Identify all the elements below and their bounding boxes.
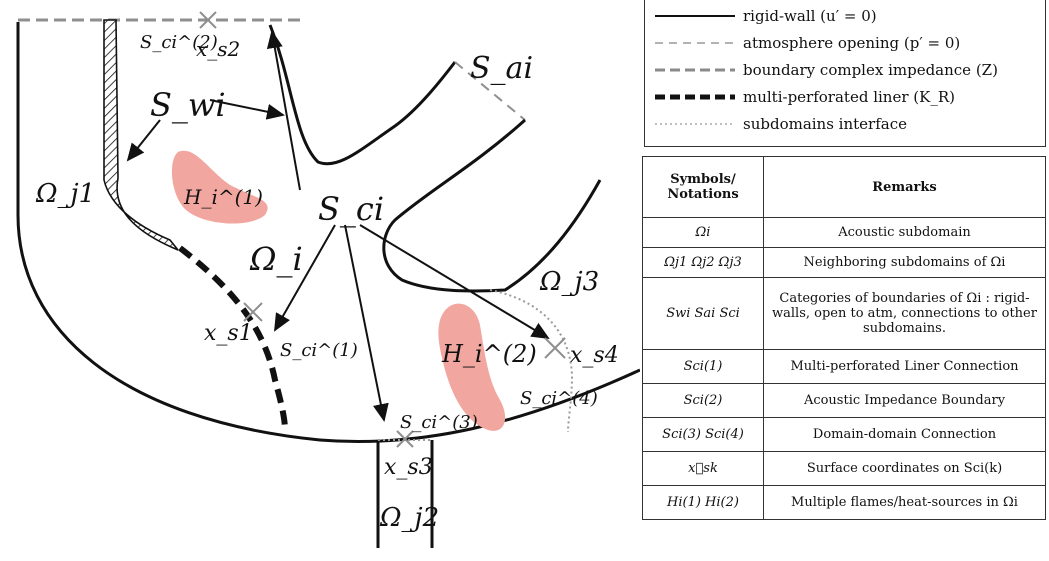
symbol-cell: Hi(1) Hi(2) (642, 485, 764, 520)
remark-cell: Categories of boundaries of Ωi : rigid-w… (763, 277, 1046, 350)
arrow-swi-middle (209, 99, 285, 120)
legend-label: rigid-wall (u′ = 0) (743, 7, 877, 25)
label-s-wi: S_wi (150, 86, 226, 124)
header-remarks: Remarks (763, 156, 1046, 218)
label-x-s2: x_s2 (196, 37, 240, 61)
legend-light-dashed-icon (655, 42, 735, 44)
label-x-s1: x_s1 (204, 321, 253, 346)
header-symbols: Symbols/ Notations (642, 156, 764, 218)
cross-marker-xs1 (243, 302, 263, 322)
label-s-ci-2: S_ci^(2) (140, 32, 218, 53)
label-omega-j2: Ω_j2 (379, 503, 439, 533)
label-s-ai: S_ai (470, 51, 533, 86)
table-row: Sci(2) Acoustic Impedance Boundary (642, 383, 1046, 418)
flame-2 (438, 303, 506, 431)
remark-cell: Multi-perforated Liner Connection (763, 349, 1046, 384)
table-row: Ωi Acoustic subdomain (642, 217, 1046, 248)
atmosphere-opening (454, 61, 526, 121)
label-x-s4: x_s4 (570, 343, 619, 368)
arrow-sci-liner (274, 224, 336, 332)
arrow-sci-right (359, 224, 550, 340)
legend-label: multi-perforated liner (K_R) (743, 88, 955, 106)
remark-cell: Domain-domain Connection (763, 417, 1046, 452)
domain-diagram: S_ci^(2) x_s2 S_wi S_ai Ω_j1 H_i^(1) S_c… (16, 11, 640, 548)
right-inner-wall (382, 118, 602, 293)
symbol-cell: x⃗sk (642, 451, 764, 486)
arrow-swi-hatched (126, 119, 161, 162)
arrow-sci-top (266, 30, 301, 191)
hatched-liner-wall (103, 19, 179, 251)
legend-label: boundary complex impedance (Z) (743, 61, 998, 79)
symbol-cell: Swi Sai Sci (642, 277, 764, 350)
table-row: Sci(3) Sci(4) Domain-domain Connection (642, 417, 1046, 452)
legend-solid-line-icon (655, 15, 735, 17)
table-header-row: Symbols/ Notations Remarks (642, 156, 1046, 218)
table-row: x⃗sk Surface coordinates on Sci(k) (642, 451, 1046, 486)
remark-cell: Acoustic subdomain (763, 217, 1046, 248)
legend-label: subdomains interface (743, 115, 907, 133)
legend-thick-dashed-icon (655, 94, 735, 100)
symbol-cell: Sci(2) (642, 383, 764, 418)
cross-marker-xs2 (199, 11, 217, 29)
legend-label: atmosphere opening (p′ = 0) (743, 34, 961, 52)
multi-perforated-liner (178, 245, 288, 431)
table-row: Hi(1) Hi(2) Multiple flames/heat-sources… (642, 485, 1046, 520)
legend-item-liner: multi-perforated liner (K_R) (651, 87, 1043, 109)
label-omega-j3: Ω_j3 (539, 267, 599, 297)
flame-1 (171, 150, 268, 224)
legend-item-rigid-wall: rigid-wall (u′ = 0) (651, 6, 1043, 28)
subdomain-interface-4 (489, 289, 574, 433)
symbol-cell: Ωj1 Ωj2 Ωj3 (642, 247, 764, 278)
label-h-i-1: H_i^(1) (183, 185, 263, 209)
cross-marker-xs3 (396, 430, 414, 448)
remark-cell: Surface coordinates on Sci(k) (763, 451, 1046, 486)
symbol-cell: Sci(1) (642, 349, 764, 384)
legend-item-interface: subdomains interface (651, 114, 1043, 136)
label-x-s3: x_s3 (384, 455, 433, 480)
legend-dotted-icon (655, 123, 735, 125)
label-s-ci-4: S_ci^(4) (520, 388, 598, 409)
label-h-i-2: H_i^(2) (441, 340, 537, 368)
table-row: Ωj1 Ωj2 Ωj3 Neighboring subdomains of Ωi (642, 247, 1046, 278)
remark-cell: Multiple flames/heat-sources in Ωi (763, 485, 1046, 520)
symbol-cell: Ωi (642, 217, 764, 248)
table-row: Sci(1) Multi-perforated Liner Connection (642, 349, 1046, 384)
notation-table: Symbols/ Notations Remarks Ωi Acoustic s… (642, 156, 1046, 520)
label-omega-i: Ω_i (249, 240, 303, 278)
table-row: Swi Sai Sci Categories of boundaries of … (642, 277, 1046, 350)
label-s-ci-3: S_ci^(3) (400, 412, 478, 433)
arrow-sci-outlet (344, 224, 389, 422)
label-omega-j1: Ω_j1 (35, 179, 95, 209)
remark-cell: Neighboring subdomains of Ωi (763, 247, 1046, 278)
legend-item-impedance: boundary complex impedance (Z) (651, 60, 1043, 82)
legend-gray-dashed-icon (655, 68, 735, 72)
remark-cell: Acoustic Impedance Boundary (763, 383, 1046, 418)
middle-rigid-wall (268, 24, 457, 166)
legend-item-atmosphere: atmosphere opening (p′ = 0) (651, 33, 1043, 55)
outer-wall (16, 22, 640, 443)
legend-box: rigid-wall (u′ = 0) atmosphere opening (… (644, 0, 1046, 147)
cross-marker-xs4 (544, 337, 566, 359)
label-s-ci-1: S_ci^(1) (280, 340, 358, 361)
symbol-cell: Sci(3) Sci(4) (642, 417, 764, 452)
label-s-ci: S_ci (318, 190, 384, 228)
